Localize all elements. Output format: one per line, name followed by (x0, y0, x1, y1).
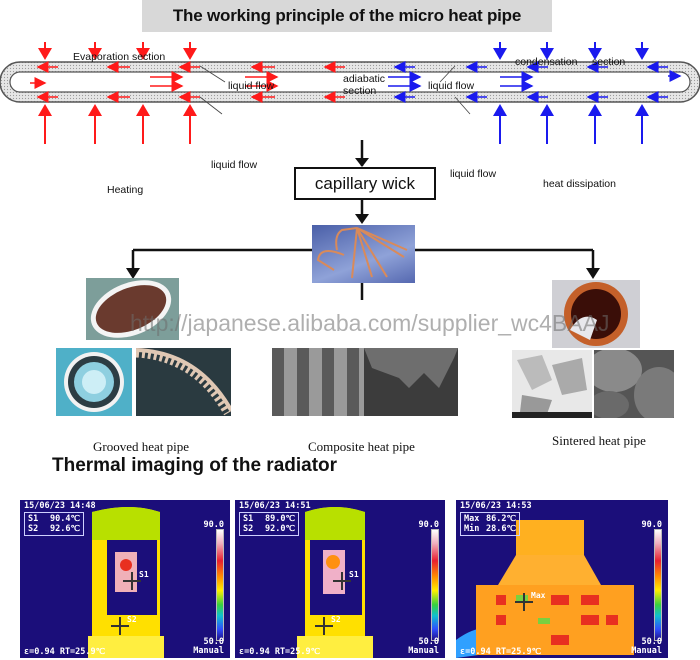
liquid-flow-label: liquid flow (228, 80, 275, 92)
caption-grooved: Grooved heat pipe (93, 439, 190, 454)
grooved-cross-section-photo (56, 348, 132, 416)
heat-out-arrow-icon (588, 48, 602, 60)
label-leader-line (199, 65, 226, 83)
grooved-pipe-photo (86, 278, 179, 340)
timestamp: 15/06/23 14:53 (460, 501, 532, 511)
timestamp: 15/06/23 14:51 (239, 501, 311, 511)
scale-max: 90.0 (641, 520, 662, 530)
sintered-pipe-photo (552, 280, 640, 348)
scale-min: 50.0 (203, 637, 224, 647)
heat-pipe-diagram (0, 42, 700, 144)
color-scale-bar (431, 529, 439, 641)
heat-in-arrow-icon (183, 104, 197, 116)
mode-label: Manual (193, 646, 224, 656)
scale-max: 90.0 (203, 520, 224, 530)
label-leader-line (454, 96, 471, 115)
evaporation-section-label: Evaporation section (73, 51, 166, 63)
heat-out-arrow-icon (540, 48, 554, 60)
mode-label: Manual (408, 646, 439, 656)
heat-out-arrow-icon (493, 48, 507, 60)
heating-label: Heating (107, 184, 144, 196)
page-title: The working principle of the micro heat … (142, 0, 552, 32)
watermark: http://japanese.alibaba.com/supplier_wc4… (130, 310, 610, 336)
heat-out-arrow-icon (540, 104, 554, 116)
heat-out-arrow-icon (493, 104, 507, 116)
scale-max: 90.0 (418, 520, 439, 530)
liquid-flow-label: liquid flow (450, 168, 497, 180)
caption-sintered: Sintered heat pipe (552, 433, 646, 448)
adiabatic-label: adiabatic (343, 73, 386, 85)
heat-in-arrow-icon (88, 104, 102, 116)
footer-emissivity: ε=0.94 RT=25.9℃ (239, 647, 321, 657)
sintered-sem-photo-1 (512, 350, 592, 418)
liquid-flow-label: liquid flow (211, 159, 258, 171)
label-leader-line (199, 96, 223, 115)
caption-composite: Composite heat pipe (308, 439, 415, 454)
capillary-wick-box: capillary wick (294, 167, 436, 200)
thermal-section-title: Thermal imaging of the radiator (52, 455, 338, 476)
heat-out-arrow-icon (635, 48, 649, 60)
label-leader-line (439, 65, 456, 83)
scale-min: 50.0 (418, 637, 439, 647)
heat-dissipation-label: heat dissipation (543, 178, 616, 190)
condensation-section-label: section (592, 56, 626, 68)
grooved-teeth-photo (136, 348, 231, 416)
heat-in-arrow-icon (38, 104, 52, 116)
color-scale-bar (654, 529, 662, 641)
heat-in-arrow-icon (183, 48, 197, 60)
heat-out-arrow-icon (588, 104, 602, 116)
sintered-sem-photo-2 (594, 350, 674, 418)
heat-pipes-photo (312, 225, 415, 283)
heat-out-arrow-icon (635, 104, 649, 116)
mode-label: Manual (631, 646, 662, 656)
heat-in-arrow-icon (136, 48, 150, 60)
footer-emissivity: ε=0.94 RT=25.9℃ (460, 647, 542, 657)
condensation-label: condensation (515, 56, 578, 68)
color-scale-bar (216, 529, 224, 641)
scale-min: 50.0 (641, 637, 662, 647)
composite-groove-photo (364, 348, 458, 416)
composite-mesh-photo (272, 348, 364, 416)
footer-emissivity: ε=0.94 RT=25.9℃ (24, 647, 106, 657)
timestamp: 15/06/23 14:48 (24, 501, 96, 511)
liquid-flow-label: liquid flow (428, 80, 475, 92)
heat-in-arrow-icon (88, 48, 102, 60)
heat-in-arrow-icon (38, 48, 52, 60)
heat-in-arrow-icon (136, 104, 150, 116)
adiabatic-section-label: section (343, 85, 377, 97)
